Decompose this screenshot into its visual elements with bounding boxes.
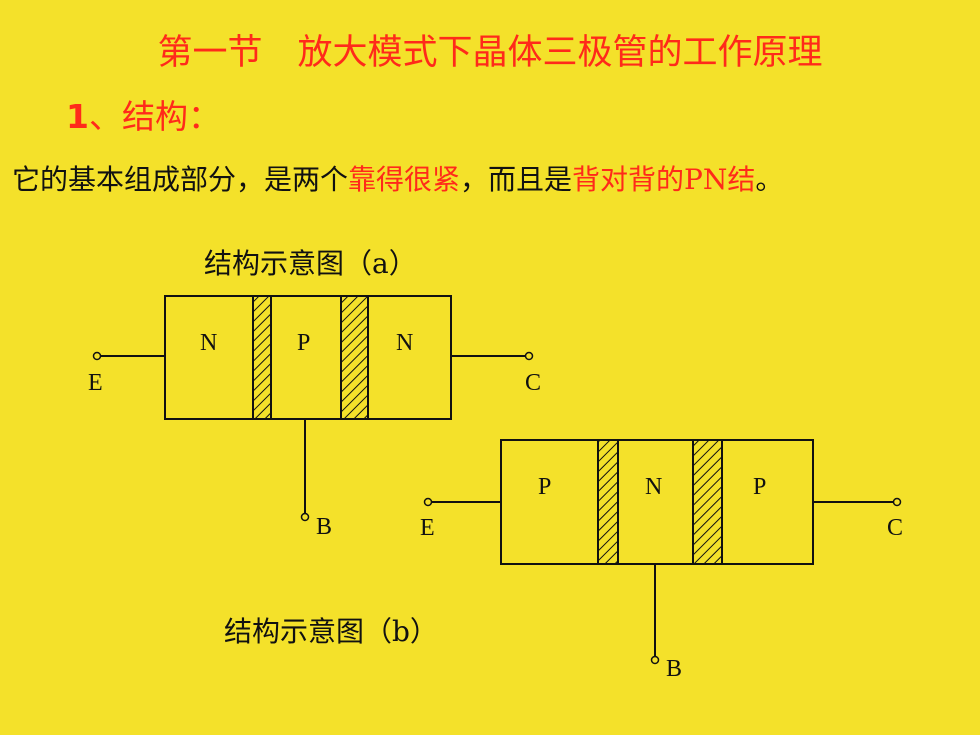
section-number: 1 — [66, 97, 89, 136]
diagram-a-collector-terminal — [524, 351, 534, 361]
diagram-a-emitter-terminal — [92, 351, 102, 361]
diagram-b-emitter-label: E — [420, 515, 435, 541]
diagram-a-base-terminal — [300, 512, 310, 522]
slide-title: 第一节 放大模式下晶体三极管的工作原理 — [157, 33, 823, 73]
caption-b: 结构示意图（b） — [224, 615, 438, 648]
diagram-a-region-2: P — [297, 330, 310, 356]
diagram-a-collector-label: C — [525, 370, 541, 396]
diagram-b-base-label: B — [666, 656, 682, 682]
diagram-b-collector-terminal — [892, 497, 902, 507]
diagram-b-base-terminal — [650, 655, 660, 665]
diagram-b-region-1: P — [538, 474, 551, 500]
diagram-a-body — [164, 295, 452, 420]
diagram-b-junction-1 — [597, 439, 619, 565]
desc-highlight1: 靠得很紧 — [348, 163, 461, 196]
section-separator: 、 — [88, 97, 122, 136]
diagram-b-emitter-terminal — [423, 497, 433, 507]
desc-part3: 。 — [755, 163, 784, 196]
diagram-a-npn: N P N E C B — [88, 295, 541, 540]
diagram-b-collector-label: C — [887, 515, 903, 541]
description-line: 它的基本组成部分，是两个靠得很紧，而且是背对背的PN结。 — [12, 158, 783, 198]
diagram-a-junction-2 — [340, 295, 369, 420]
desc-highlight2: 背对背的PN结 — [572, 163, 756, 196]
section-heading: 1、结构： — [66, 90, 221, 138]
caption-a: 结构示意图（a） — [204, 247, 417, 280]
diagram-a-region-1: N — [200, 330, 217, 356]
diagram-b-pnp: P N P E C B — [420, 439, 903, 682]
desc-part1: 它的基本组成部分，是两个 — [12, 163, 349, 196]
diagram-a-junction-1 — [252, 295, 272, 420]
diagram-b-region-2: N — [645, 474, 662, 500]
diagram-b-junction-2 — [692, 439, 723, 565]
desc-part2: ，而且是 — [460, 163, 573, 196]
diagram-a-region-3: N — [396, 330, 413, 356]
diagram-b-region-3: P — [753, 474, 766, 500]
diagram-a-emitter-label: E — [88, 370, 103, 396]
diagram-b-body — [500, 439, 814, 565]
diagram-a-base-label: B — [316, 514, 332, 540]
section-label: 结构： — [121, 97, 221, 136]
